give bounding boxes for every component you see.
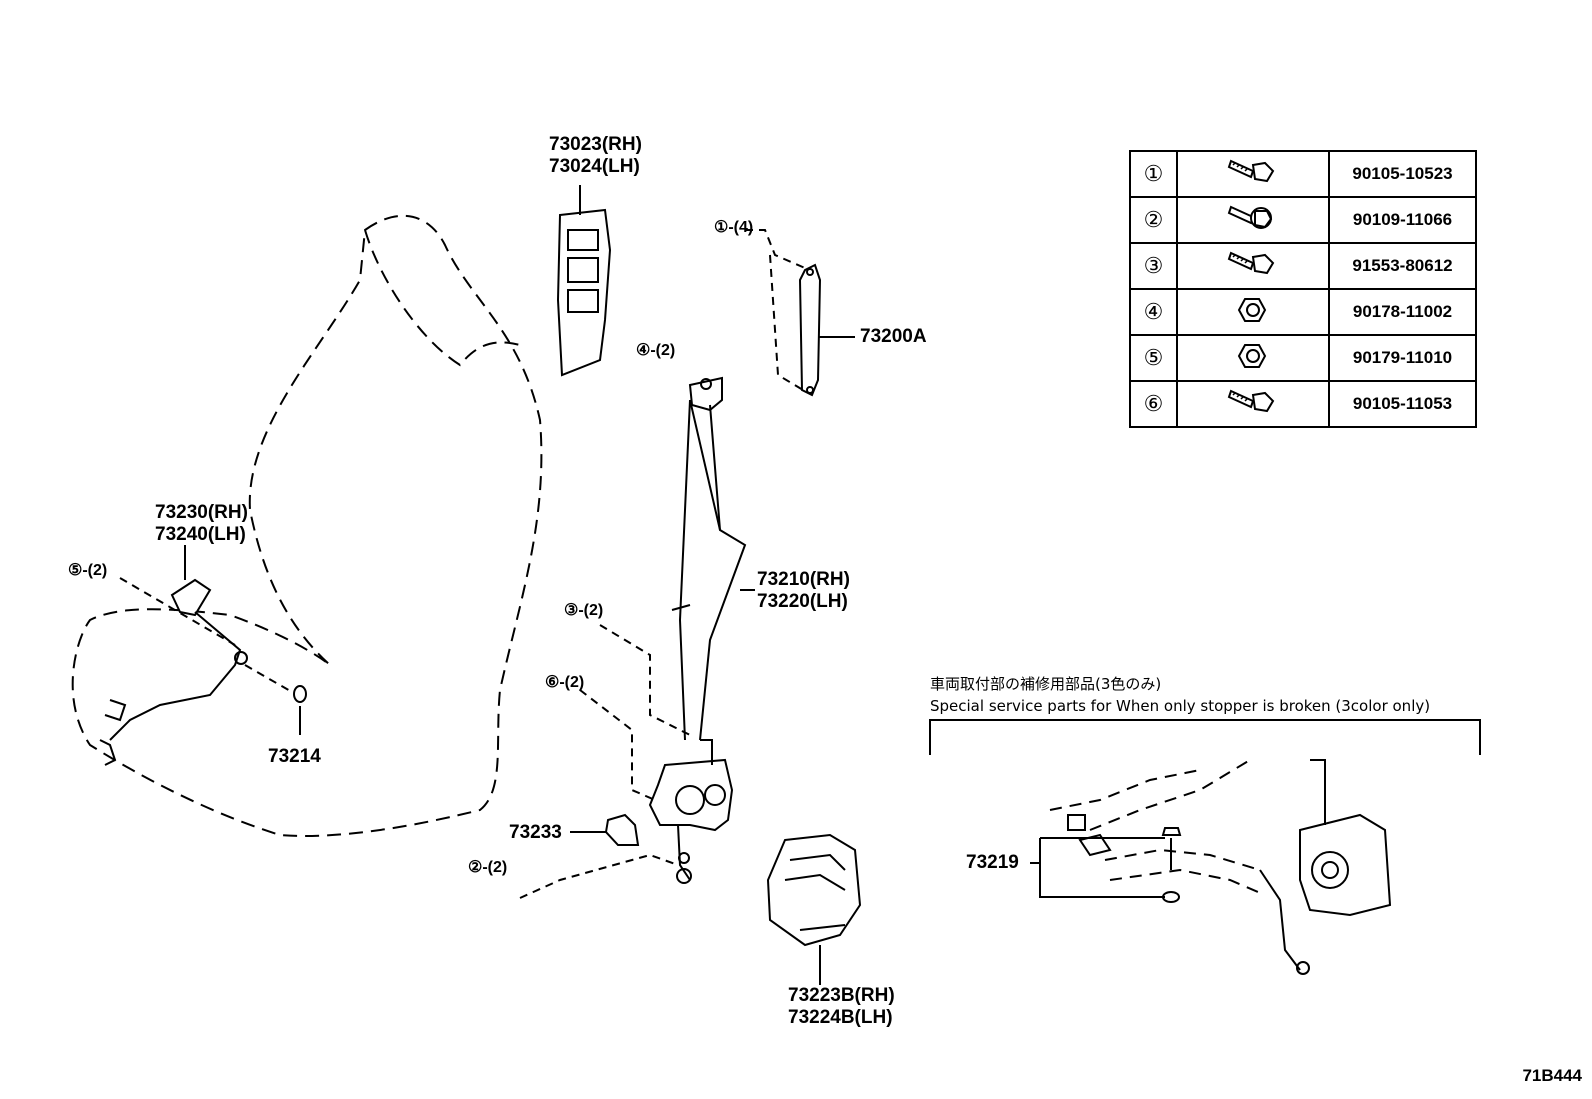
legend-row: ① 90105-10523 — [1129, 150, 1477, 198]
legend-ref-number: ⑤ — [1129, 334, 1178, 382]
bolt-icon — [1227, 251, 1275, 274]
bolt-icon — [1227, 389, 1275, 412]
diagram-code: 71B444 — [1522, 1066, 1582, 1085]
label-73024[interactable]: 73024(LH) — [549, 156, 640, 177]
legend-ref-number: ② — [1129, 196, 1178, 244]
ref-6-label: ⑥-(2) — [545, 674, 585, 691]
label-73223b[interactable]: 73223B(RH) — [788, 985, 895, 1006]
legend-ref-number: ③ — [1129, 242, 1178, 290]
label-73240[interactable]: 73240(LH) — [155, 524, 246, 545]
nut-icon — [1237, 343, 1267, 368]
label-73219[interactable]: 73219 — [966, 852, 1019, 873]
legend-ref-number: ① — [1129, 150, 1178, 198]
legend-part-number[interactable]: 91553-80612 — [1328, 242, 1477, 290]
legend-part-number[interactable]: 90178-11002 — [1328, 288, 1477, 336]
pillar-garnish — [556, 185, 612, 377]
legend-ref-number: ④ — [1129, 288, 1178, 336]
legend-part-number[interactable]: 90109-11066 — [1328, 196, 1477, 244]
height-adjuster — [745, 229, 855, 397]
label-73230[interactable]: 73230(RH) — [155, 502, 248, 523]
label-73023[interactable]: 73023(RH) — [549, 134, 642, 155]
legend-part-number[interactable]: 90179-11010 — [1328, 334, 1477, 382]
legend-ref-number: ⑥ — [1129, 380, 1178, 428]
ref-3-label: ③-(2) — [564, 602, 604, 619]
inset-title-jp: 車両取付部の補修用部品(3色のみ) — [930, 675, 1162, 693]
ref-2-label: ②-(2) — [468, 859, 508, 876]
cover-73223b — [766, 833, 862, 985]
legend-part-number[interactable]: 90105-10523 — [1328, 150, 1477, 198]
legend-row: ⑥ 90105-11053 — [1129, 380, 1477, 428]
legend-row: ③ 91553-80612 — [1129, 242, 1477, 290]
fastener-legend-table: ① 90105-10523 ② 90109-11066 ③ 91553-8061… — [1129, 150, 1477, 428]
ref-5-label: ⑤-(2) — [68, 562, 108, 579]
inset-title-en: Special service parts for When only stop… — [930, 697, 1431, 715]
label-73210[interactable]: 73210(RH) — [757, 569, 850, 590]
label-73214[interactable]: 73214 — [268, 746, 321, 767]
washer-73214 — [293, 685, 307, 703]
seat-outline — [71, 214, 543, 837]
nut-icon — [1237, 297, 1267, 322]
legend-row: ④ 90178-11002 — [1129, 288, 1477, 336]
seat-belt-assembly — [519, 376, 755, 899]
legend-row: ⑤ 90179-11010 — [1129, 334, 1477, 382]
bolt-icon — [1227, 205, 1273, 229]
legend-row: ② 90109-11066 — [1129, 196, 1477, 244]
seat-inner-line — [364, 229, 521, 367]
buckle-assembly — [99, 578, 248, 766]
inset-stopper-assembly — [1030, 759, 1392, 975]
label-73233[interactable]: 73233 — [509, 822, 562, 843]
label-73224b[interactable]: 73224B(LH) — [788, 1007, 893, 1028]
legend-part-number[interactable]: 90105-11053 — [1328, 380, 1477, 428]
cover-73233 — [604, 813, 640, 846]
label-73200a[interactable]: 73200A — [860, 326, 927, 347]
label-73220[interactable]: 73220(LH) — [757, 591, 848, 612]
ref-4-label: ④-(2) — [636, 342, 676, 359]
bolt-icon — [1227, 159, 1275, 182]
ref-1-label: ①-(4) — [714, 219, 754, 236]
